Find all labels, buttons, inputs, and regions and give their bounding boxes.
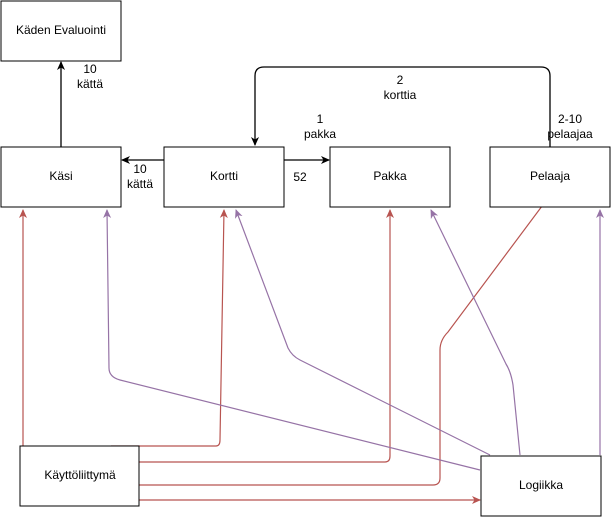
- edge-kayttoliittyma-to-pelaaja: [139, 185, 558, 486]
- node-logiikka-label: Logiikka: [519, 478, 563, 492]
- label-pelaaja-to-kortti-unit: korttia: [384, 88, 417, 102]
- label-kortti-to-kasi-count: 10: [133, 162, 147, 176]
- node-kayttoliittyma[interactable]: Käyttöliittymä: [19, 445, 140, 507]
- node-kasi[interactable]: Käsi: [0, 146, 122, 208]
- label-kortti-to-kasi-unit: kättä: [127, 177, 153, 191]
- label-pakka-unit: pakka: [304, 127, 336, 141]
- node-kortti-label: Kortti: [210, 169, 238, 183]
- node-pelaaja[interactable]: Pelaaja: [489, 146, 611, 208]
- label-kortti-count: 52: [293, 170, 307, 184]
- node-kortti[interactable]: Kortti: [163, 146, 285, 208]
- node-kaden-evaluointi-label: Käden Evaluointi: [16, 23, 106, 37]
- node-logiikka[interactable]: Logiikka: [480, 455, 602, 517]
- edge-logiikka-to-pakka: [430, 209, 521, 456]
- node-kayttoliittyma-label: Käyttöliittymä: [44, 468, 116, 482]
- node-pelaaja-label: Pelaaja: [530, 169, 570, 183]
- label-pakka-count: 1: [317, 112, 324, 126]
- edge-kayttoliittyma-to-pakka: [139, 209, 394, 463]
- label-pelaaja-count: 2-10: [558, 112, 582, 126]
- node-kasi-label: Käsi: [49, 169, 72, 183]
- label-pelaaja-to-kortti-count: 2: [397, 73, 404, 87]
- node-pakka-label: Pakka: [373, 169, 407, 183]
- edge-logiikka-to-kortti: [235, 209, 491, 456]
- label-pelaaja-unit: pelaajaa: [547, 127, 593, 141]
- edge-pelaaja-to-kortti: [251, 66, 551, 147]
- node-pakka[interactable]: Pakka: [329, 146, 451, 208]
- label-kasi-to-eval-unit: kättä: [77, 77, 103, 91]
- edge-kayttoliittyma-to-kortti: [111, 209, 228, 447]
- node-kaden-evaluointi[interactable]: Käden Evaluointi: [0, 0, 122, 62]
- label-kasi-to-eval-count: 10: [83, 62, 97, 76]
- edge-logiikka-to-kasi: [103, 209, 481, 471]
